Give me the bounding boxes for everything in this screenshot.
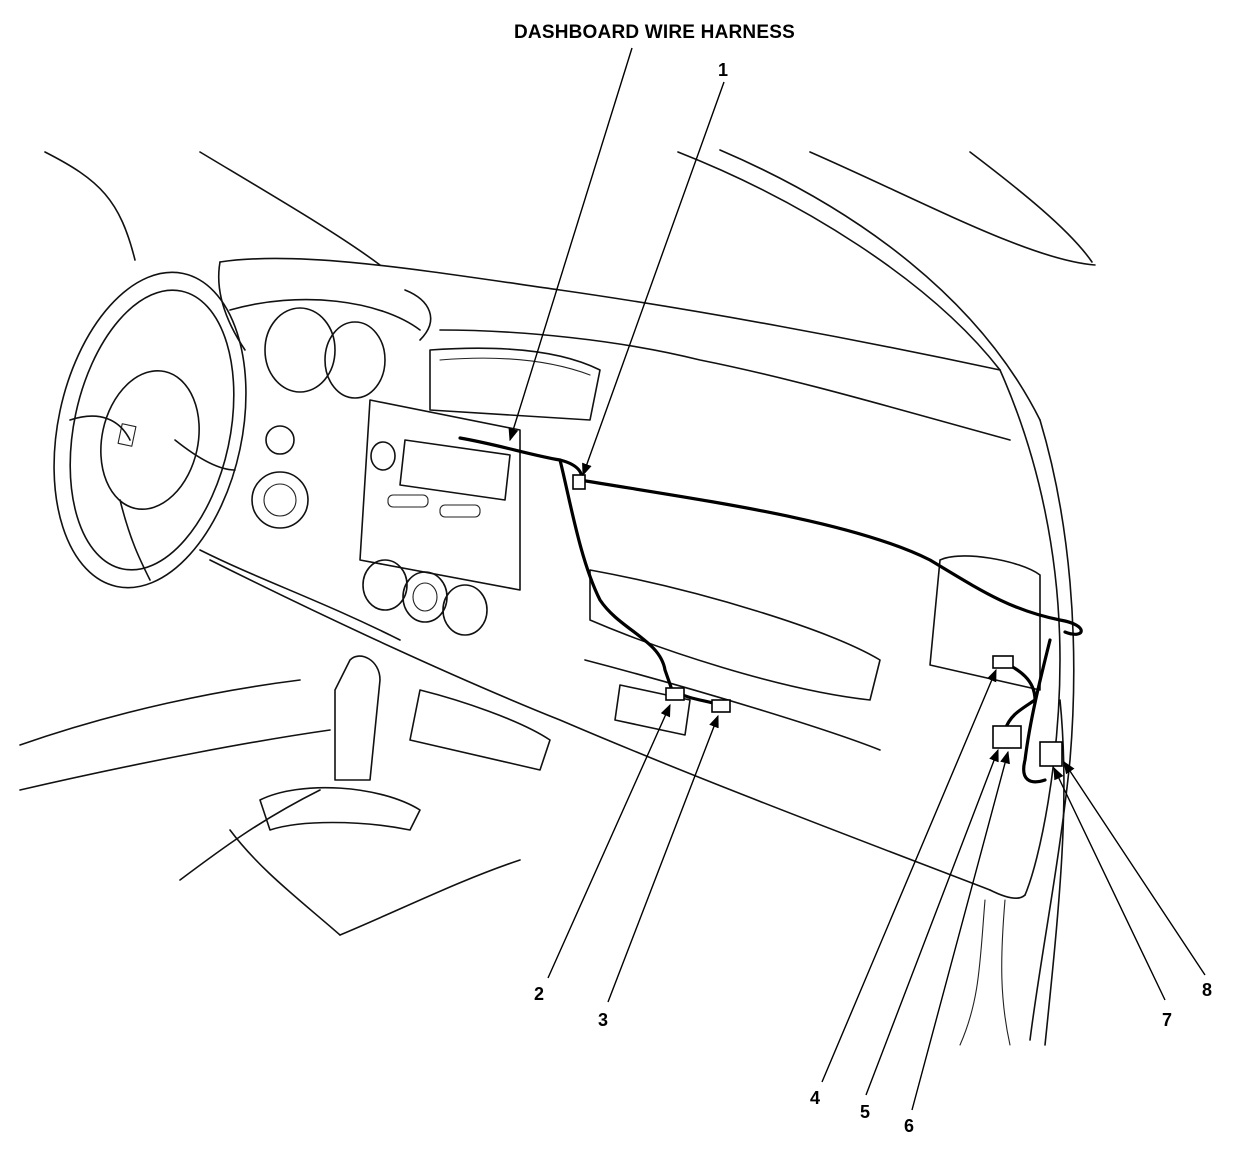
center-console: [19, 655, 551, 936]
connector-5: [992, 725, 1022, 749]
glove-box: [584, 555, 1041, 751]
diagram-title: DASHBOARD WIRE HARNESS: [514, 22, 795, 43]
steering-wheel: [53, 271, 247, 589]
connector-1: [572, 474, 586, 490]
callout-label-1: 1: [718, 60, 729, 80]
connector-2: [665, 687, 685, 701]
dashboard-body: [199, 257, 1075, 1046]
connector-4: [992, 655, 1014, 669]
callout-label-3: 3: [598, 1010, 609, 1030]
callout-label-8: 8: [1202, 980, 1213, 1000]
callout-label-2: 2: [534, 984, 545, 1004]
windshield-lines: [44, 149, 1096, 421]
callout-leaders: [508, 47, 1206, 1111]
callout-label-5: 5: [860, 1102, 871, 1122]
center-stack: [359, 347, 601, 636]
dashboard-wire-harness: [458, 436, 1083, 784]
callout-label-4: 4: [810, 1088, 821, 1108]
connector-7: [1039, 741, 1063, 767]
instrument-cluster: [251, 307, 386, 529]
connector-3: [711, 699, 731, 713]
callout-label-6: 6: [904, 1116, 915, 1136]
callout-label-7: 7: [1162, 1010, 1173, 1030]
